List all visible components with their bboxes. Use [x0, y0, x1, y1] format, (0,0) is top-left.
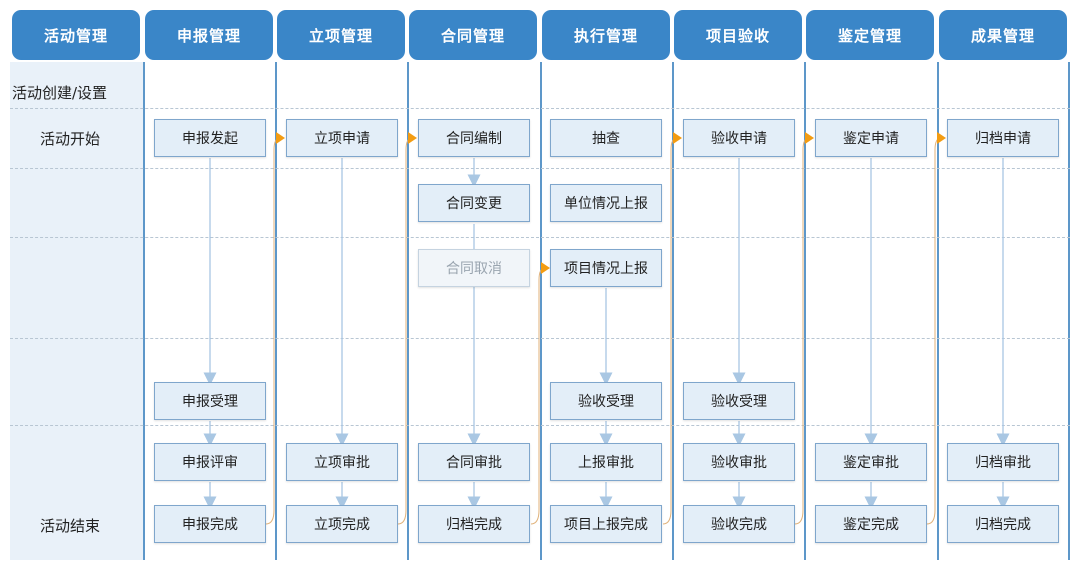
row-label-start: 活动开始	[40, 130, 101, 148]
box-archive-done: 归档完成	[947, 505, 1059, 543]
box-appraisal-approve: 鉴定审批	[815, 443, 927, 481]
box-acceptance-accept: 验收受理	[683, 382, 795, 420]
box-project-report: 项目情况上报	[550, 249, 662, 287]
box-archive-apply: 归档申请	[947, 119, 1059, 157]
label-column-bg	[10, 62, 143, 560]
header-activity: 活动管理	[12, 10, 140, 60]
box-project-done: 立项完成	[286, 505, 398, 543]
box-contract-change: 合同变更	[418, 184, 530, 222]
box-archive-approve: 归档审批	[947, 443, 1059, 481]
column-divider	[804, 62, 806, 560]
header-project-approval: 立项管理	[277, 10, 405, 60]
header-execution: 执行管理	[542, 10, 670, 60]
row-divider	[10, 237, 1070, 238]
header-contract: 合同管理	[409, 10, 537, 60]
header-acceptance: 项目验收	[674, 10, 802, 60]
row-divider	[10, 108, 1070, 109]
box-project-apply: 立项申请	[286, 119, 398, 157]
box-report-approve: 上报审批	[550, 443, 662, 481]
column-divider	[540, 62, 542, 560]
box-application-review: 申报评审	[154, 443, 266, 481]
box-contract-cancel: 合同取消	[418, 249, 530, 287]
box-contract-archive-done: 归档完成	[418, 505, 530, 543]
column-divider	[1068, 62, 1070, 560]
header-application: 申报管理	[145, 10, 273, 60]
box-contract-draft: 合同编制	[418, 119, 530, 157]
row-label-create: 活动创建/设置	[12, 84, 108, 102]
box-project-report-done: 项目上报完成	[550, 505, 662, 543]
box-contract-approve: 合同审批	[418, 443, 530, 481]
box-application-done: 申报完成	[154, 505, 266, 543]
box-application-start: 申报发起	[154, 119, 266, 157]
column-divider	[672, 62, 674, 560]
column-divider	[407, 62, 409, 560]
box-appraisal-apply: 鉴定申请	[815, 119, 927, 157]
box-appraisal-done: 鉴定完成	[815, 505, 927, 543]
row-label-end: 活动结束	[40, 517, 101, 535]
column-divider	[937, 62, 939, 560]
column-divider	[275, 62, 277, 560]
box-acceptance-apply: 验收申请	[683, 119, 795, 157]
box-acceptance-done: 验收完成	[683, 505, 795, 543]
box-application-accept: 申报受理	[154, 382, 266, 420]
header-results: 成果管理	[939, 10, 1067, 60]
box-execution-accept: 验收受理	[550, 382, 662, 420]
box-project-approve: 立项审批	[286, 443, 398, 481]
box-unit-report: 单位情况上报	[550, 184, 662, 222]
row-divider	[10, 338, 1070, 339]
row-divider	[10, 168, 1070, 169]
row-divider	[10, 425, 1070, 426]
column-divider	[143, 62, 145, 560]
box-acceptance-approve: 验收审批	[683, 443, 795, 481]
header-appraisal: 鉴定管理	[806, 10, 934, 60]
box-spot-check: 抽查	[550, 119, 662, 157]
